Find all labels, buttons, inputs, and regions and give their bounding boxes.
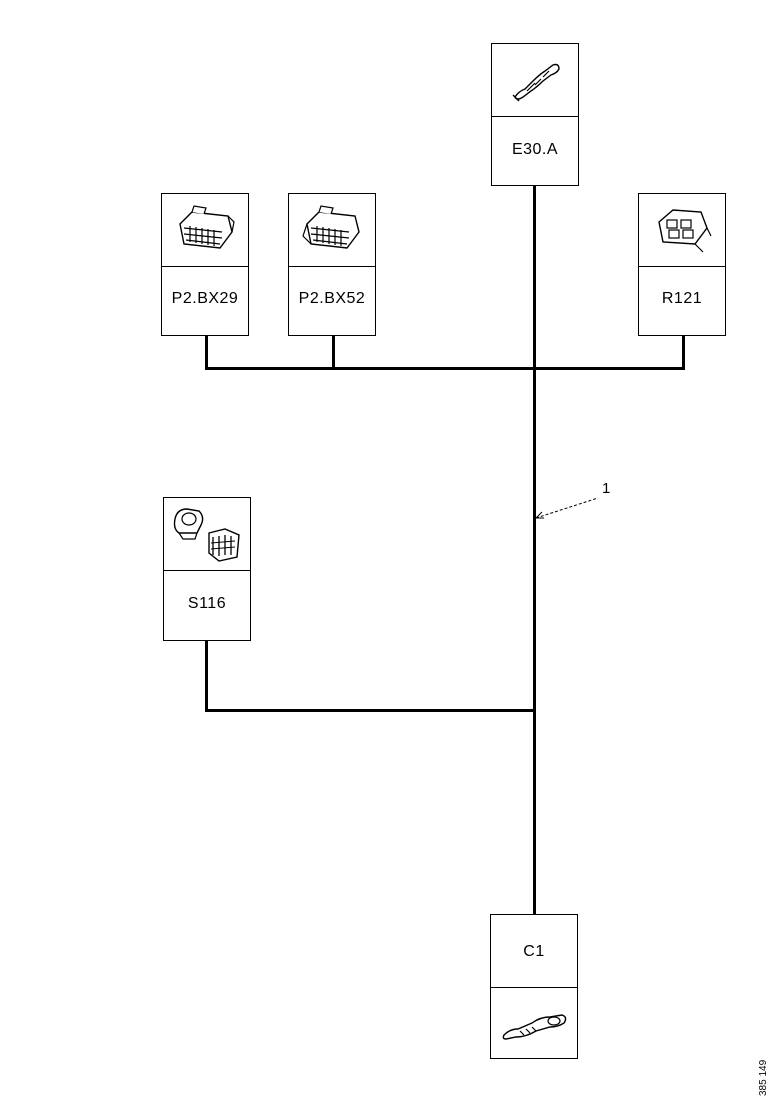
- s116-drop-wire: [205, 640, 208, 711]
- p2bx52-image-area: [289, 194, 375, 267]
- s116-label: S116: [187, 595, 227, 612]
- c1-label: C1: [523, 943, 545, 960]
- relay-connector-icon: [658, 209, 712, 253]
- e30a-image-area: [492, 44, 578, 117]
- e30a-label: E30.A: [511, 141, 559, 158]
- s116-branch-wire: [205, 709, 536, 712]
- upper-bus-wire: [205, 367, 685, 370]
- p2bx52-label: P2.BX52: [298, 290, 366, 307]
- r121-image-area: [639, 194, 725, 267]
- connector-block-icon: [179, 205, 235, 249]
- component-p2bx29[interactable]: P2.BX29: [161, 193, 249, 336]
- p2bx29-image-area: [162, 194, 248, 267]
- component-c1[interactable]: C1: [490, 914, 578, 1059]
- callout-label: 1: [602, 480, 611, 497]
- terminal-lug-icon: [502, 1013, 567, 1040]
- main-trunk-wire: [533, 186, 536, 915]
- p2bx29-label: P2.BX29: [171, 290, 239, 307]
- connector-block-icon: [302, 205, 360, 249]
- switch-connector-icon: [173, 508, 240, 562]
- terminal-lug-icon: [512, 63, 560, 102]
- component-s116[interactable]: S116: [163, 497, 251, 641]
- component-r121[interactable]: R121: [638, 193, 726, 336]
- r121-label: R121: [661, 290, 703, 307]
- p2bx52-drop-wire: [332, 335, 335, 369]
- c1-image-area: [491, 987, 577, 1061]
- s116-image-area: [164, 498, 250, 571]
- component-p2bx52[interactable]: P2.BX52: [288, 193, 376, 336]
- p2bx29-drop-wire: [205, 335, 208, 369]
- document-number: 385 149: [758, 1059, 769, 1096]
- r121-drop-wire: [682, 335, 685, 369]
- component-e30a[interactable]: E30.A: [491, 43, 579, 186]
- callout-leader-line: [534, 497, 599, 519]
